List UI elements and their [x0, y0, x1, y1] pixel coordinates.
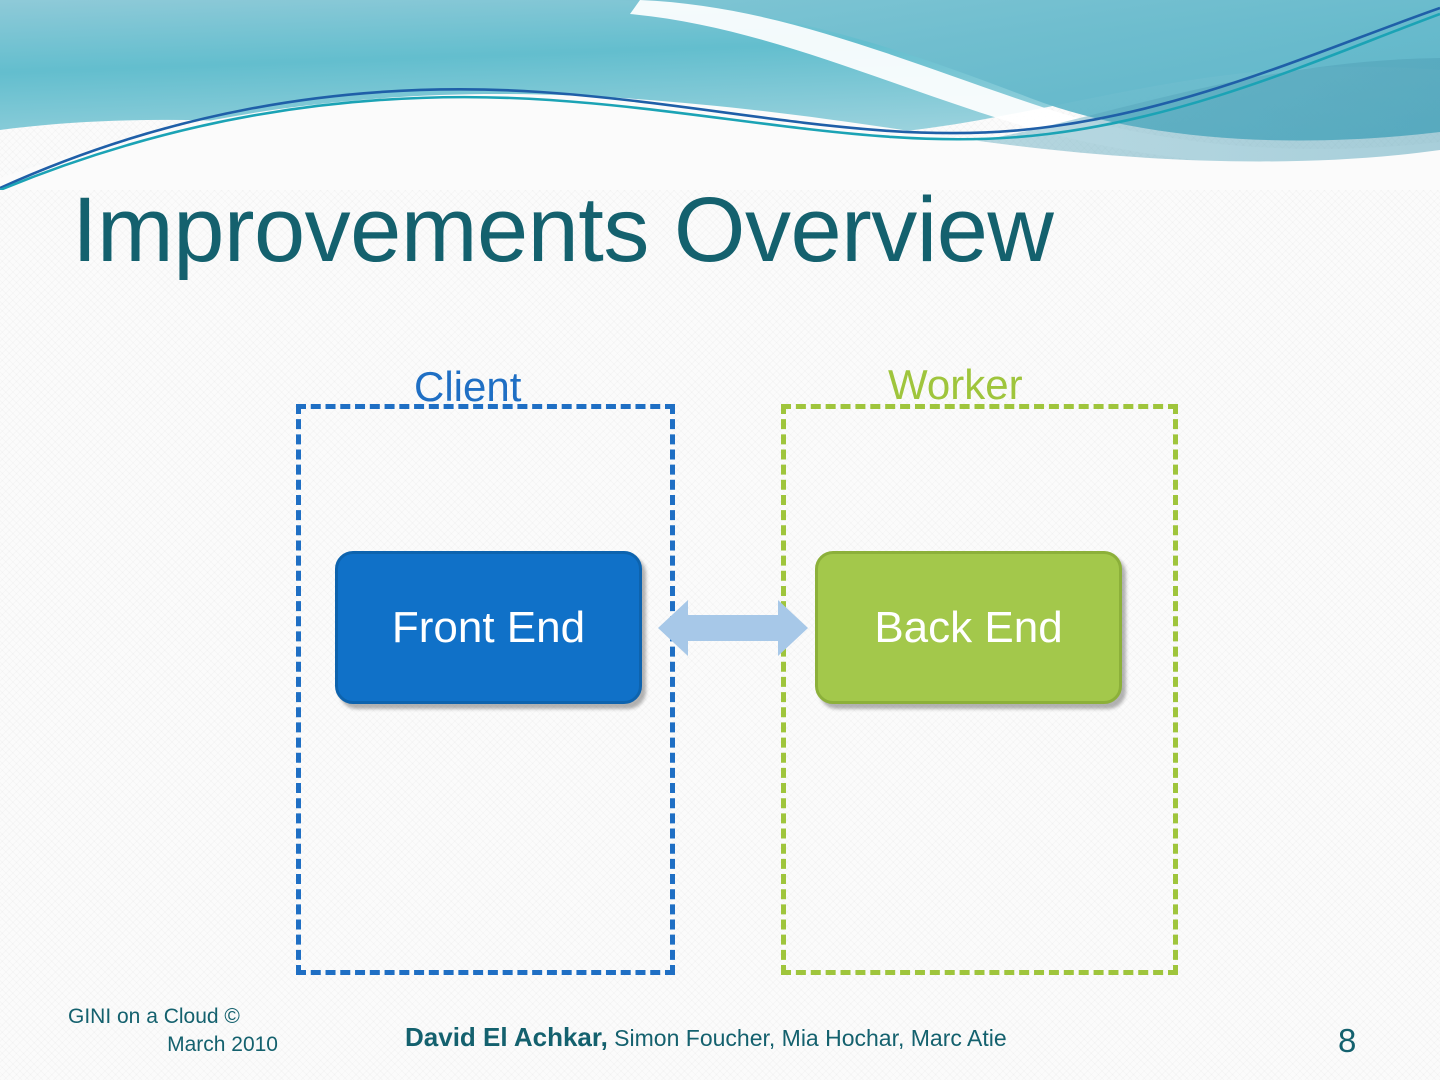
footer-project-line2: March 2010	[167, 1033, 278, 1057]
node-front-end[interactable]: Front End	[335, 551, 642, 704]
footer-project-block: GINI on a Cloud © March 2010	[68, 1003, 278, 1060]
zone-worker	[781, 404, 1178, 975]
zone-label-worker: Worker	[888, 361, 1023, 408]
double-headed-arrow-icon	[658, 600, 808, 656]
footer-author-rest: Simon Foucher, Mia Hochar, Marc Atie	[607, 1025, 1007, 1051]
zone-label-client: Client	[414, 363, 522, 410]
footer-authors: David El Achkar, Simon Foucher, Mia Hoch…	[405, 1022, 1007, 1053]
footer-author-lead: David El Achkar,	[405, 1022, 608, 1052]
slide-title: Improvements Overview	[72, 179, 1054, 281]
footer-project-line1: GINI on a Cloud ©	[68, 1005, 240, 1028]
zone-client	[296, 404, 675, 975]
node-back-end[interactable]: Back End	[815, 551, 1122, 704]
page-number: 8	[1338, 1022, 1357, 1059]
node-back-end-label: Back End	[874, 602, 1063, 652]
node-front-end-label: Front End	[391, 602, 586, 652]
decorative-wave-banner	[0, 0, 1440, 190]
